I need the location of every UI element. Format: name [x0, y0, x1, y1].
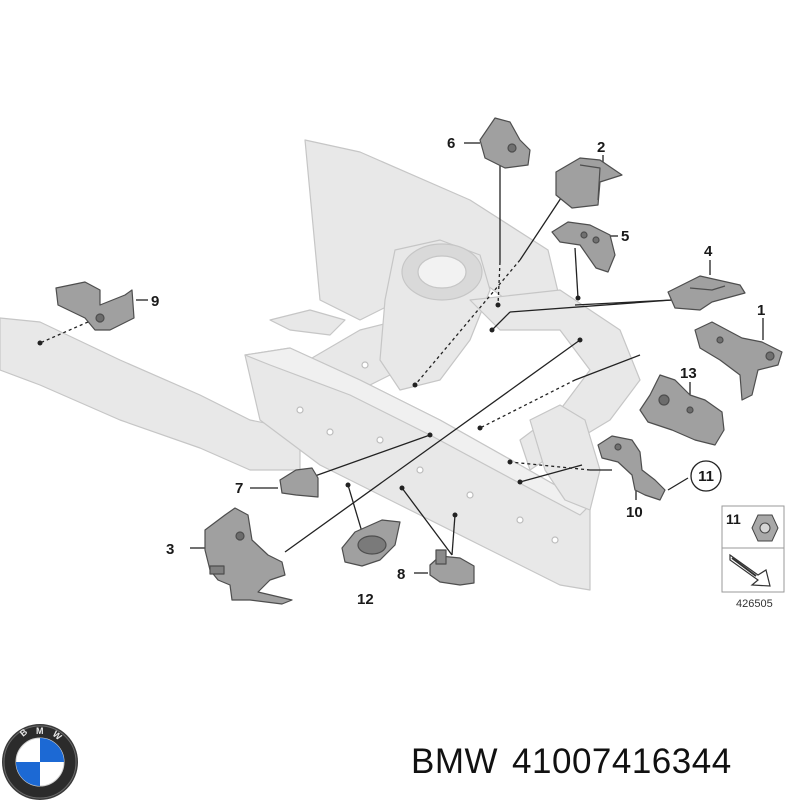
part-1-bracket — [694, 321, 783, 401]
callout-10: 10 — [626, 504, 643, 521]
part-7-bracket — [279, 467, 319, 498]
part-number: 41007416344 — [512, 742, 732, 781]
legend-part-number: 11 — [726, 511, 741, 527]
leader-dots — [37, 295, 583, 518]
callout-11-circle — [690, 460, 722, 492]
callout-8: 8 — [397, 566, 405, 583]
part-9-bracket — [55, 281, 135, 331]
callout-6: 6 — [447, 135, 455, 152]
leader-lines — [39, 142, 764, 574]
part-13-bracket — [639, 374, 725, 446]
part-4-bracket — [667, 275, 746, 311]
arrow-icon — [729, 553, 771, 587]
legend-reference: 426505 — [736, 598, 773, 610]
part-10-bracket — [597, 435, 666, 501]
callout-9: 9 — [151, 293, 159, 310]
legend-box: 11 426505 — [721, 505, 785, 610]
part-12-mount — [341, 519, 401, 567]
callout-5: 5 — [621, 228, 629, 245]
callout-12: 12 — [357, 591, 374, 608]
part-8-bolt — [429, 549, 475, 586]
part-6-bracket — [479, 117, 531, 169]
callout-11: 11 — [698, 468, 714, 485]
callout-13: 13 — [680, 365, 697, 382]
callout-3: 3 — [166, 541, 174, 558]
svg-text:B: B — [18, 726, 30, 738]
body-frame — [0, 139, 641, 591]
svg-text:M: M — [36, 726, 44, 736]
bmw-roundel-logo: B M W — [2, 724, 78, 800]
callout-1: 1 — [757, 302, 765, 319]
brand-name: BMW — [411, 742, 499, 781]
callout-2: 2 — [597, 139, 605, 156]
callout-numbers: 6 2 5 4 1 13 10 9 7 3 12 8 11 — [151, 135, 765, 608]
footer-caption: BMW 41007416344 — [411, 742, 746, 782]
parts — [55, 117, 783, 605]
callout-4: 4 — [704, 243, 713, 260]
part-2-bracket — [555, 157, 623, 209]
part-5-bracket — [551, 221, 616, 273]
callout-7: 7 — [235, 480, 243, 497]
part-3-bracket — [204, 507, 293, 605]
hex-nut-icon — [751, 514, 779, 542]
